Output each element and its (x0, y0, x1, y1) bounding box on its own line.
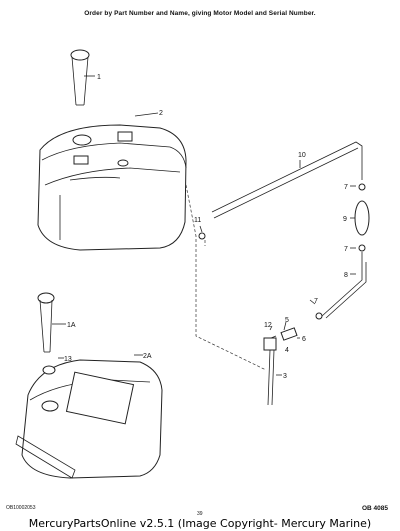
copyright-caption: MercuryPartsOnline v2.5.1 (Image Copyrig… (28, 517, 372, 530)
callout-4: 4 (285, 347, 289, 354)
callout-7-low: 7 (314, 298, 318, 305)
callout-10: 10 (298, 152, 306, 159)
callout-12: 12 (264, 322, 272, 329)
callout-13: 13 (64, 356, 72, 363)
fuel-line-lower (315, 252, 367, 320)
leader-lines (52, 75, 356, 376)
callout-1a: 1A (67, 322, 76, 329)
callout-7-top: 7 (344, 184, 348, 191)
callout-7-mid: 7 (344, 246, 348, 253)
callout-2a: 2A (143, 353, 152, 360)
doc-code: OB10002053 (6, 505, 36, 511)
fuel-hose (211, 141, 363, 219)
hose-clamp (198, 232, 206, 240)
callout-1: 1 (97, 74, 101, 81)
header-note: Order by Part Number and Name, giving Mo… (84, 10, 316, 17)
callout-3: 3 (283, 373, 287, 380)
callout-2: 2 (159, 110, 163, 117)
fuel-gauge-cap-lower (37, 292, 55, 353)
fuel-connector (263, 327, 298, 406)
fuel-tank-upper (37, 124, 187, 251)
page-number: 39 (197, 511, 203, 517)
callout-6: 6 (302, 336, 306, 343)
gasket-o-ring (42, 365, 56, 375)
fuel-tank-lower (15, 359, 163, 479)
callout-5: 5 (285, 317, 289, 324)
routing-path (185, 184, 267, 371)
callout-11: 11 (194, 217, 201, 224)
primer-bulb (354, 183, 370, 252)
ref-code: OB 4085 (361, 505, 388, 512)
callout-8: 8 (344, 272, 348, 279)
fuel-gauge-cap-upper (70, 49, 90, 106)
callout-9: 9 (343, 216, 347, 223)
tank-fittings-upper (72, 131, 133, 167)
